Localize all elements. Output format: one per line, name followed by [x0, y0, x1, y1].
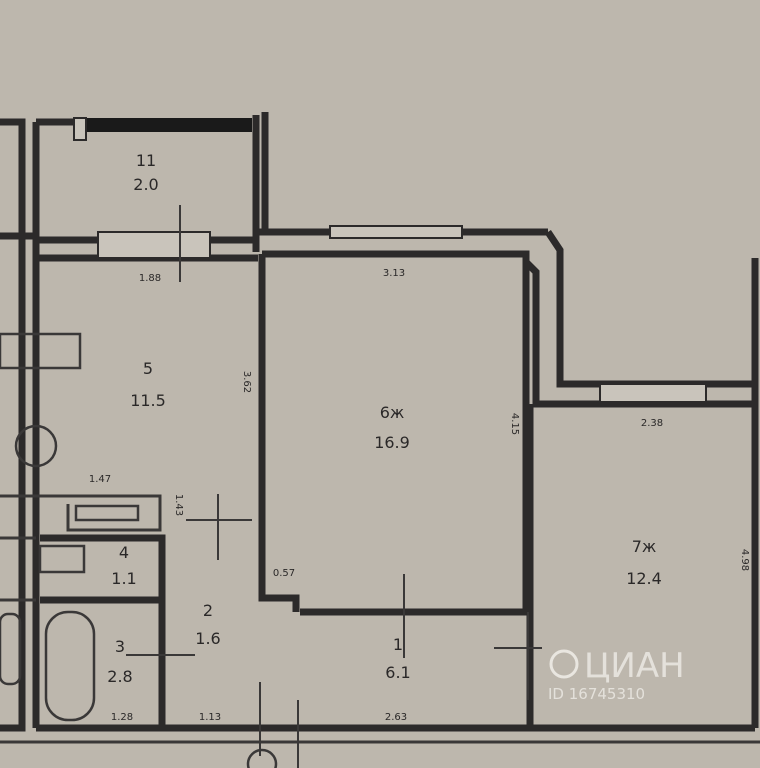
- dim-window-room6: 3.13: [383, 268, 405, 279]
- room-5-number: 5: [143, 359, 153, 378]
- window-room5: [97, 231, 211, 259]
- dim-room5-depth: 3.62: [241, 371, 252, 393]
- cian-logo-icon: [549, 649, 579, 679]
- room-11-area: 2.0: [133, 175, 158, 194]
- room-7-number: 7ж: [632, 537, 657, 556]
- wall-neighbor-wet: [0, 536, 36, 602]
- wall-left-outer: [0, 118, 26, 732]
- wall-step-inner: [523, 259, 755, 408]
- windows: [73, 117, 707, 403]
- watermark-brand: ЦИАН: [584, 646, 685, 686]
- balcony-rail: [86, 118, 252, 132]
- watermark: ЦИАН ID 16745310: [548, 646, 685, 703]
- room-4-number: 4: [119, 543, 129, 562]
- dim-kitchen-niche: 1.47: [89, 474, 111, 485]
- neighbor-bathtub-icon: [0, 612, 22, 686]
- room-7-area: 12.4: [626, 569, 662, 588]
- fixtures: [0, 332, 278, 768]
- room-1-area: 6.1: [385, 663, 410, 682]
- room-2-area: 1.6: [195, 629, 220, 648]
- room-2-number: 2: [203, 601, 213, 620]
- room-6-number: 6ж: [380, 403, 405, 422]
- room-4-area: 1.1: [111, 569, 136, 588]
- dim-bath-bottom: 1.28: [111, 712, 133, 723]
- walls: [0, 112, 760, 744]
- window-room6: [329, 225, 463, 239]
- dim-room6-depth: 4.15: [509, 413, 520, 435]
- dimension-labels: 1.88 3.13 2.38 1.47 0.57 3.62 4.15 1.43 …: [89, 268, 750, 723]
- room-11-number: 11: [136, 151, 156, 170]
- wall-step-outer: [545, 230, 752, 388]
- wall-wc-block: [40, 534, 166, 728]
- radiator-icon: [0, 332, 82, 370]
- room-labels: 11 2.0 5 11.5 6ж 16.9 7ж 12.4 4 1.1 3 2.…: [107, 151, 662, 686]
- wall-room6-left: [258, 254, 300, 612]
- balcony-door: [73, 117, 87, 141]
- dim-room7-depth: 4.98: [739, 549, 750, 571]
- washbasin-icon: [38, 544, 86, 574]
- watermark-id: ID 16745310: [548, 685, 645, 703]
- neighbor-fixture-icon: [246, 748, 278, 768]
- wall-kitchen-niche: [0, 494, 162, 532]
- stove-icon: [14, 424, 58, 468]
- bathtub-icon: [44, 610, 96, 722]
- dim-room6-notch: 0.57: [273, 568, 295, 579]
- room-5-area: 11.5: [130, 391, 166, 410]
- wall-upper-band: [0, 228, 548, 244]
- dim-wc-width: 1.43: [173, 494, 184, 516]
- dimension-lines: [126, 205, 542, 768]
- dim-window-room5: 1.88: [139, 273, 161, 284]
- wall-room6: [262, 250, 530, 616]
- dim-hall-bottom: 1.13: [199, 712, 221, 723]
- room-3-number: 3: [115, 637, 125, 656]
- sink-icon: [74, 504, 140, 522]
- window-room7: [599, 383, 707, 403]
- room-1-number: 1: [393, 635, 403, 654]
- dim-room1-bottom: 2.63: [385, 712, 407, 723]
- dim-window-room7: 2.38: [641, 418, 663, 429]
- room-3-area: 2.8: [107, 667, 132, 686]
- room-6-area: 16.9: [374, 433, 410, 452]
